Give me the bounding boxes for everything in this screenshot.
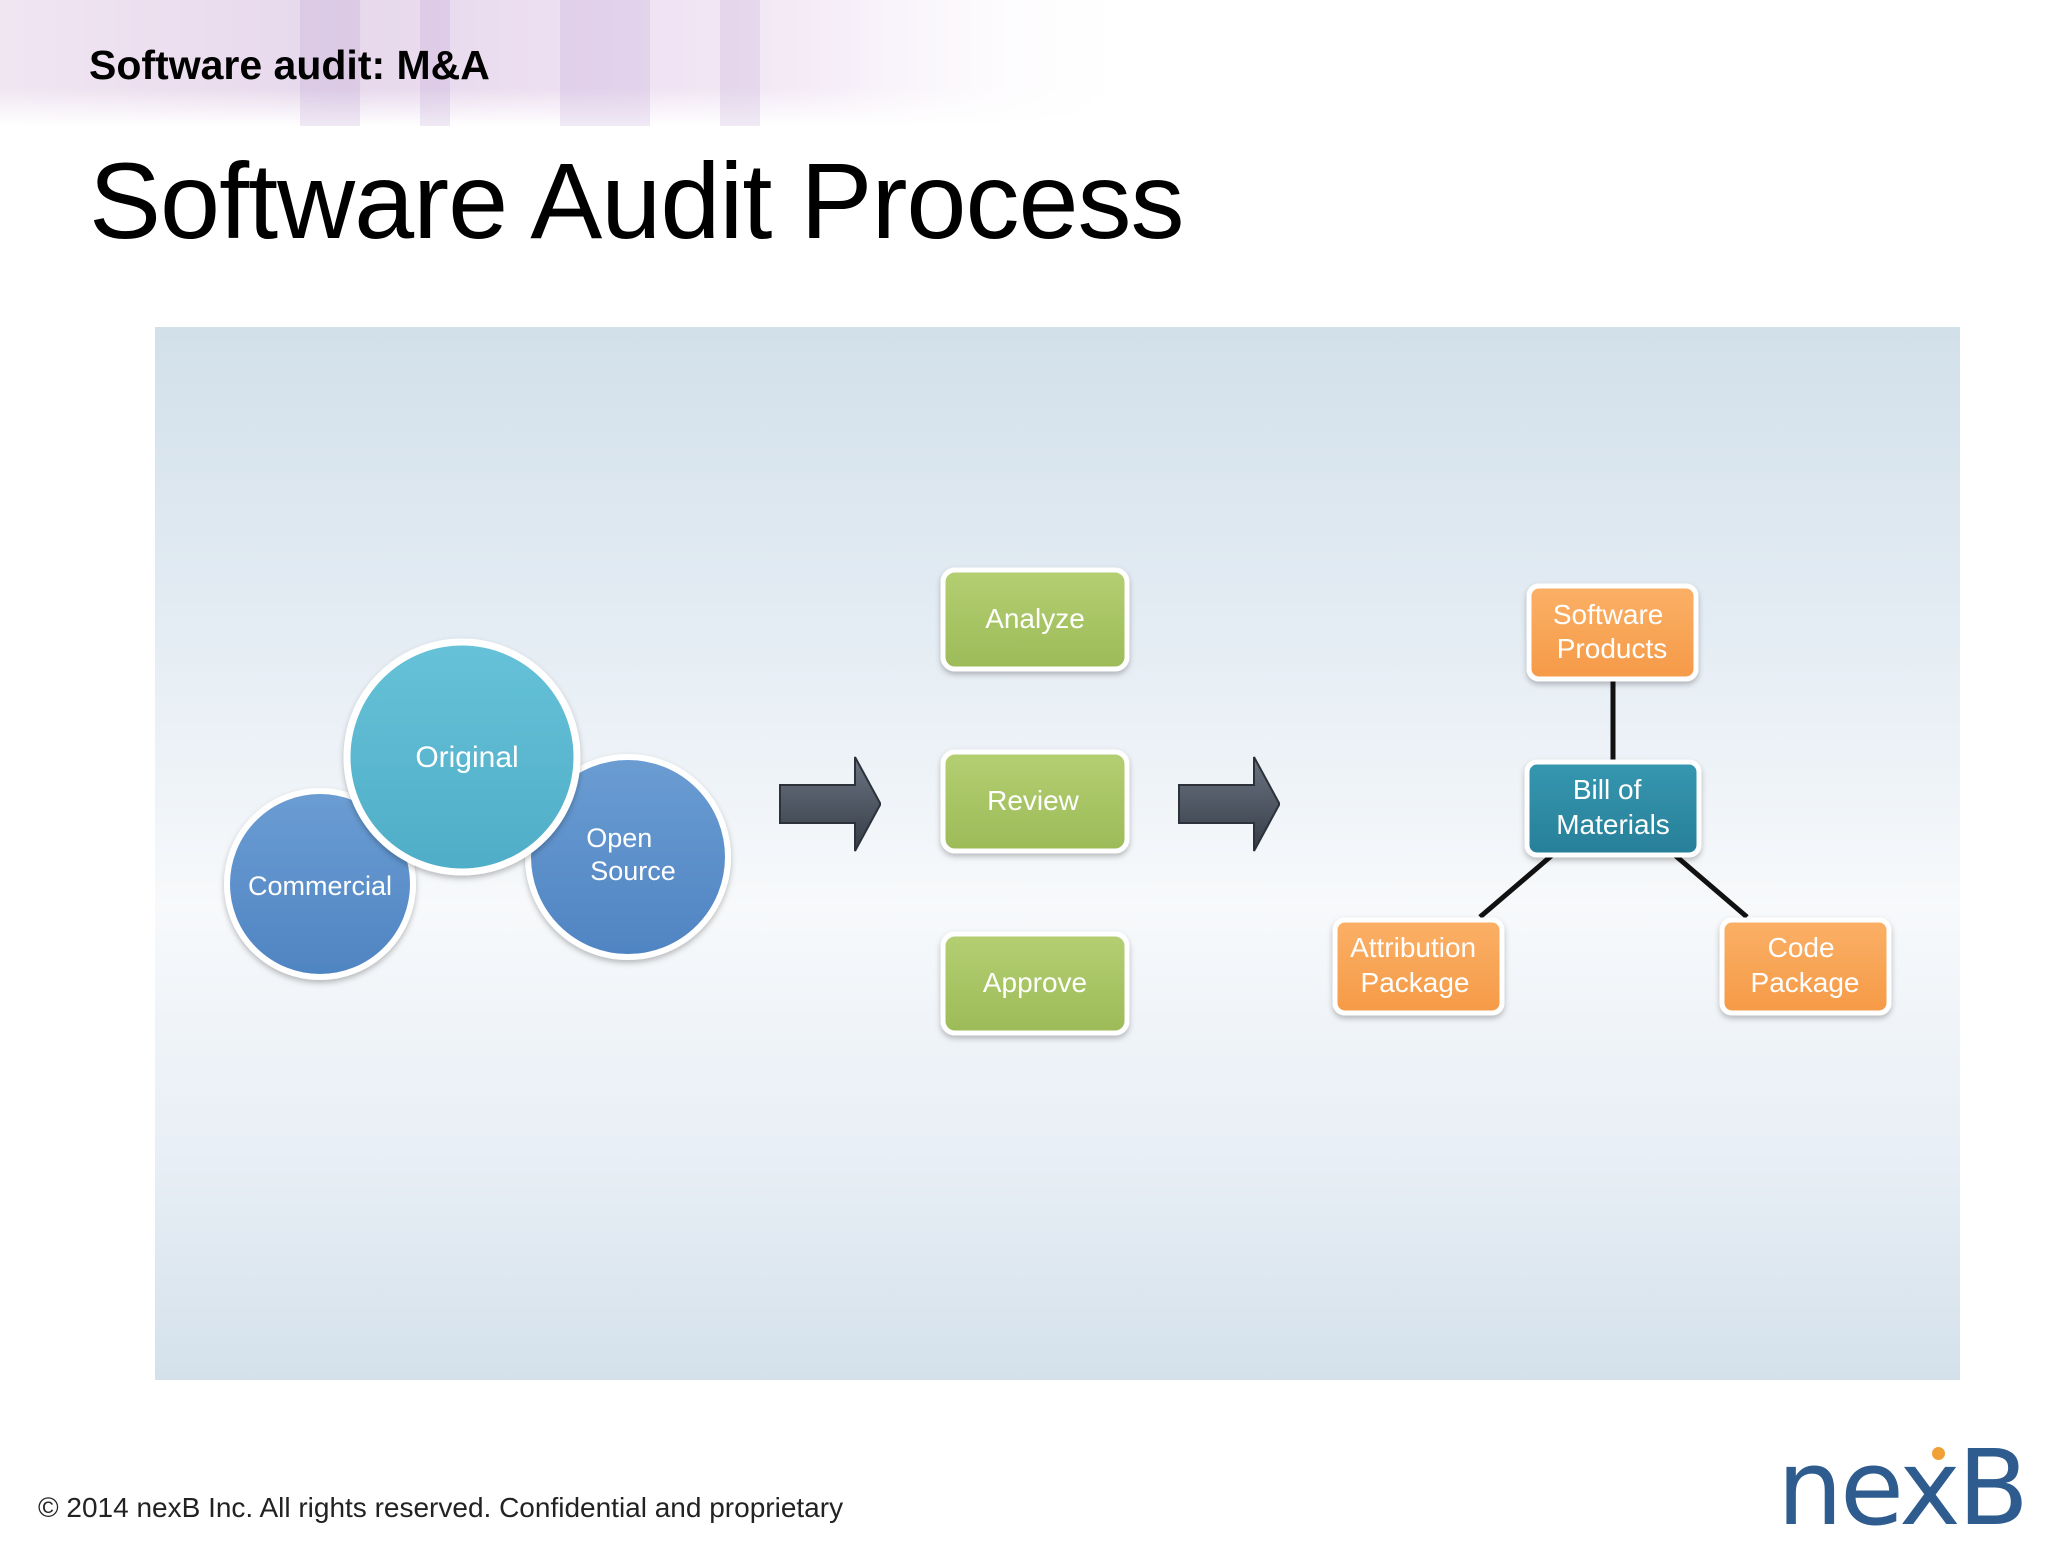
- slide-kicker: Software audit: M&A: [89, 42, 490, 88]
- label-review: Review: [987, 785, 1080, 816]
- circle-open-source: [525, 754, 731, 960]
- flow-arrow-1-icon: [779, 756, 881, 852]
- connector-bom-code: [1668, 849, 1749, 919]
- slide-title: Software Audit Process: [89, 140, 1185, 261]
- nexb-logo: nexB: [1777, 1427, 2029, 1549]
- label-code: Code: [1768, 932, 1835, 963]
- svg-text:Analyze: Analyze: [985, 603, 1085, 634]
- svg-text:Bill of Materials: Bill of Materials: [1556, 774, 1670, 840]
- label-source: Source: [590, 856, 676, 886]
- svg-text:Software Products: Software Products: [1553, 599, 1671, 664]
- logo-dot-icon: [1932, 1447, 1945, 1460]
- label-commercial: Commercial: [248, 871, 392, 901]
- label-original: Original: [415, 741, 518, 774]
- svg-text:Review: Review: [987, 785, 1080, 816]
- svg-text:Commercial: Commercial: [248, 871, 392, 901]
- header-stripe: [420, 0, 450, 126]
- svg-text:Attribution Package: Attribution Package: [1350, 932, 1484, 998]
- output-software-products: [1526, 583, 1699, 682]
- output-bill-of-materials: [1524, 759, 1702, 858]
- step-review: [940, 749, 1130, 854]
- svg-text:Open Source: Open Source: [586, 823, 676, 886]
- label-attribution: Attribution: [1350, 932, 1476, 963]
- label-software: Software: [1553, 599, 1664, 630]
- label-materials: Materials: [1556, 809, 1670, 840]
- process-diagram: Commercial Open Source Original Analyze: [155, 327, 1960, 1380]
- circle-original: [343, 638, 581, 876]
- flow-arrow-2-icon: [1178, 756, 1280, 852]
- label-approve: Approve: [983, 967, 1087, 998]
- label-bill-of: Bill of: [1573, 774, 1642, 805]
- header-stripe: [560, 0, 650, 126]
- diagram-canvas: Commercial Open Source Original Analyze: [224, 567, 1892, 1036]
- step-analyze: [940, 567, 1130, 672]
- svg-text:Approve: Approve: [983, 967, 1087, 998]
- circle-commercial: [224, 788, 416, 980]
- step-approve: [940, 931, 1130, 1036]
- label-products: Products: [1557, 633, 1668, 664]
- svg-text:Original: Original: [415, 741, 518, 774]
- header-stripe: [300, 0, 360, 126]
- connector-bom-attribution: [1478, 849, 1559, 919]
- label-package-code: Package: [1751, 967, 1860, 998]
- output-attribution-package: [1332, 917, 1505, 1016]
- label-open: Open: [586, 823, 652, 853]
- header-stripe: [720, 0, 760, 126]
- svg-text:Code Package: Code Package: [1751, 932, 1860, 998]
- header-band: [0, 0, 1150, 126]
- output-code-package: [1719, 917, 1892, 1016]
- label-analyze: Analyze: [985, 603, 1085, 634]
- label-package-attribution: Package: [1361, 967, 1470, 998]
- footer-copyright: © 2014 nexB Inc. All rights reserved. Co…: [38, 1492, 844, 1523]
